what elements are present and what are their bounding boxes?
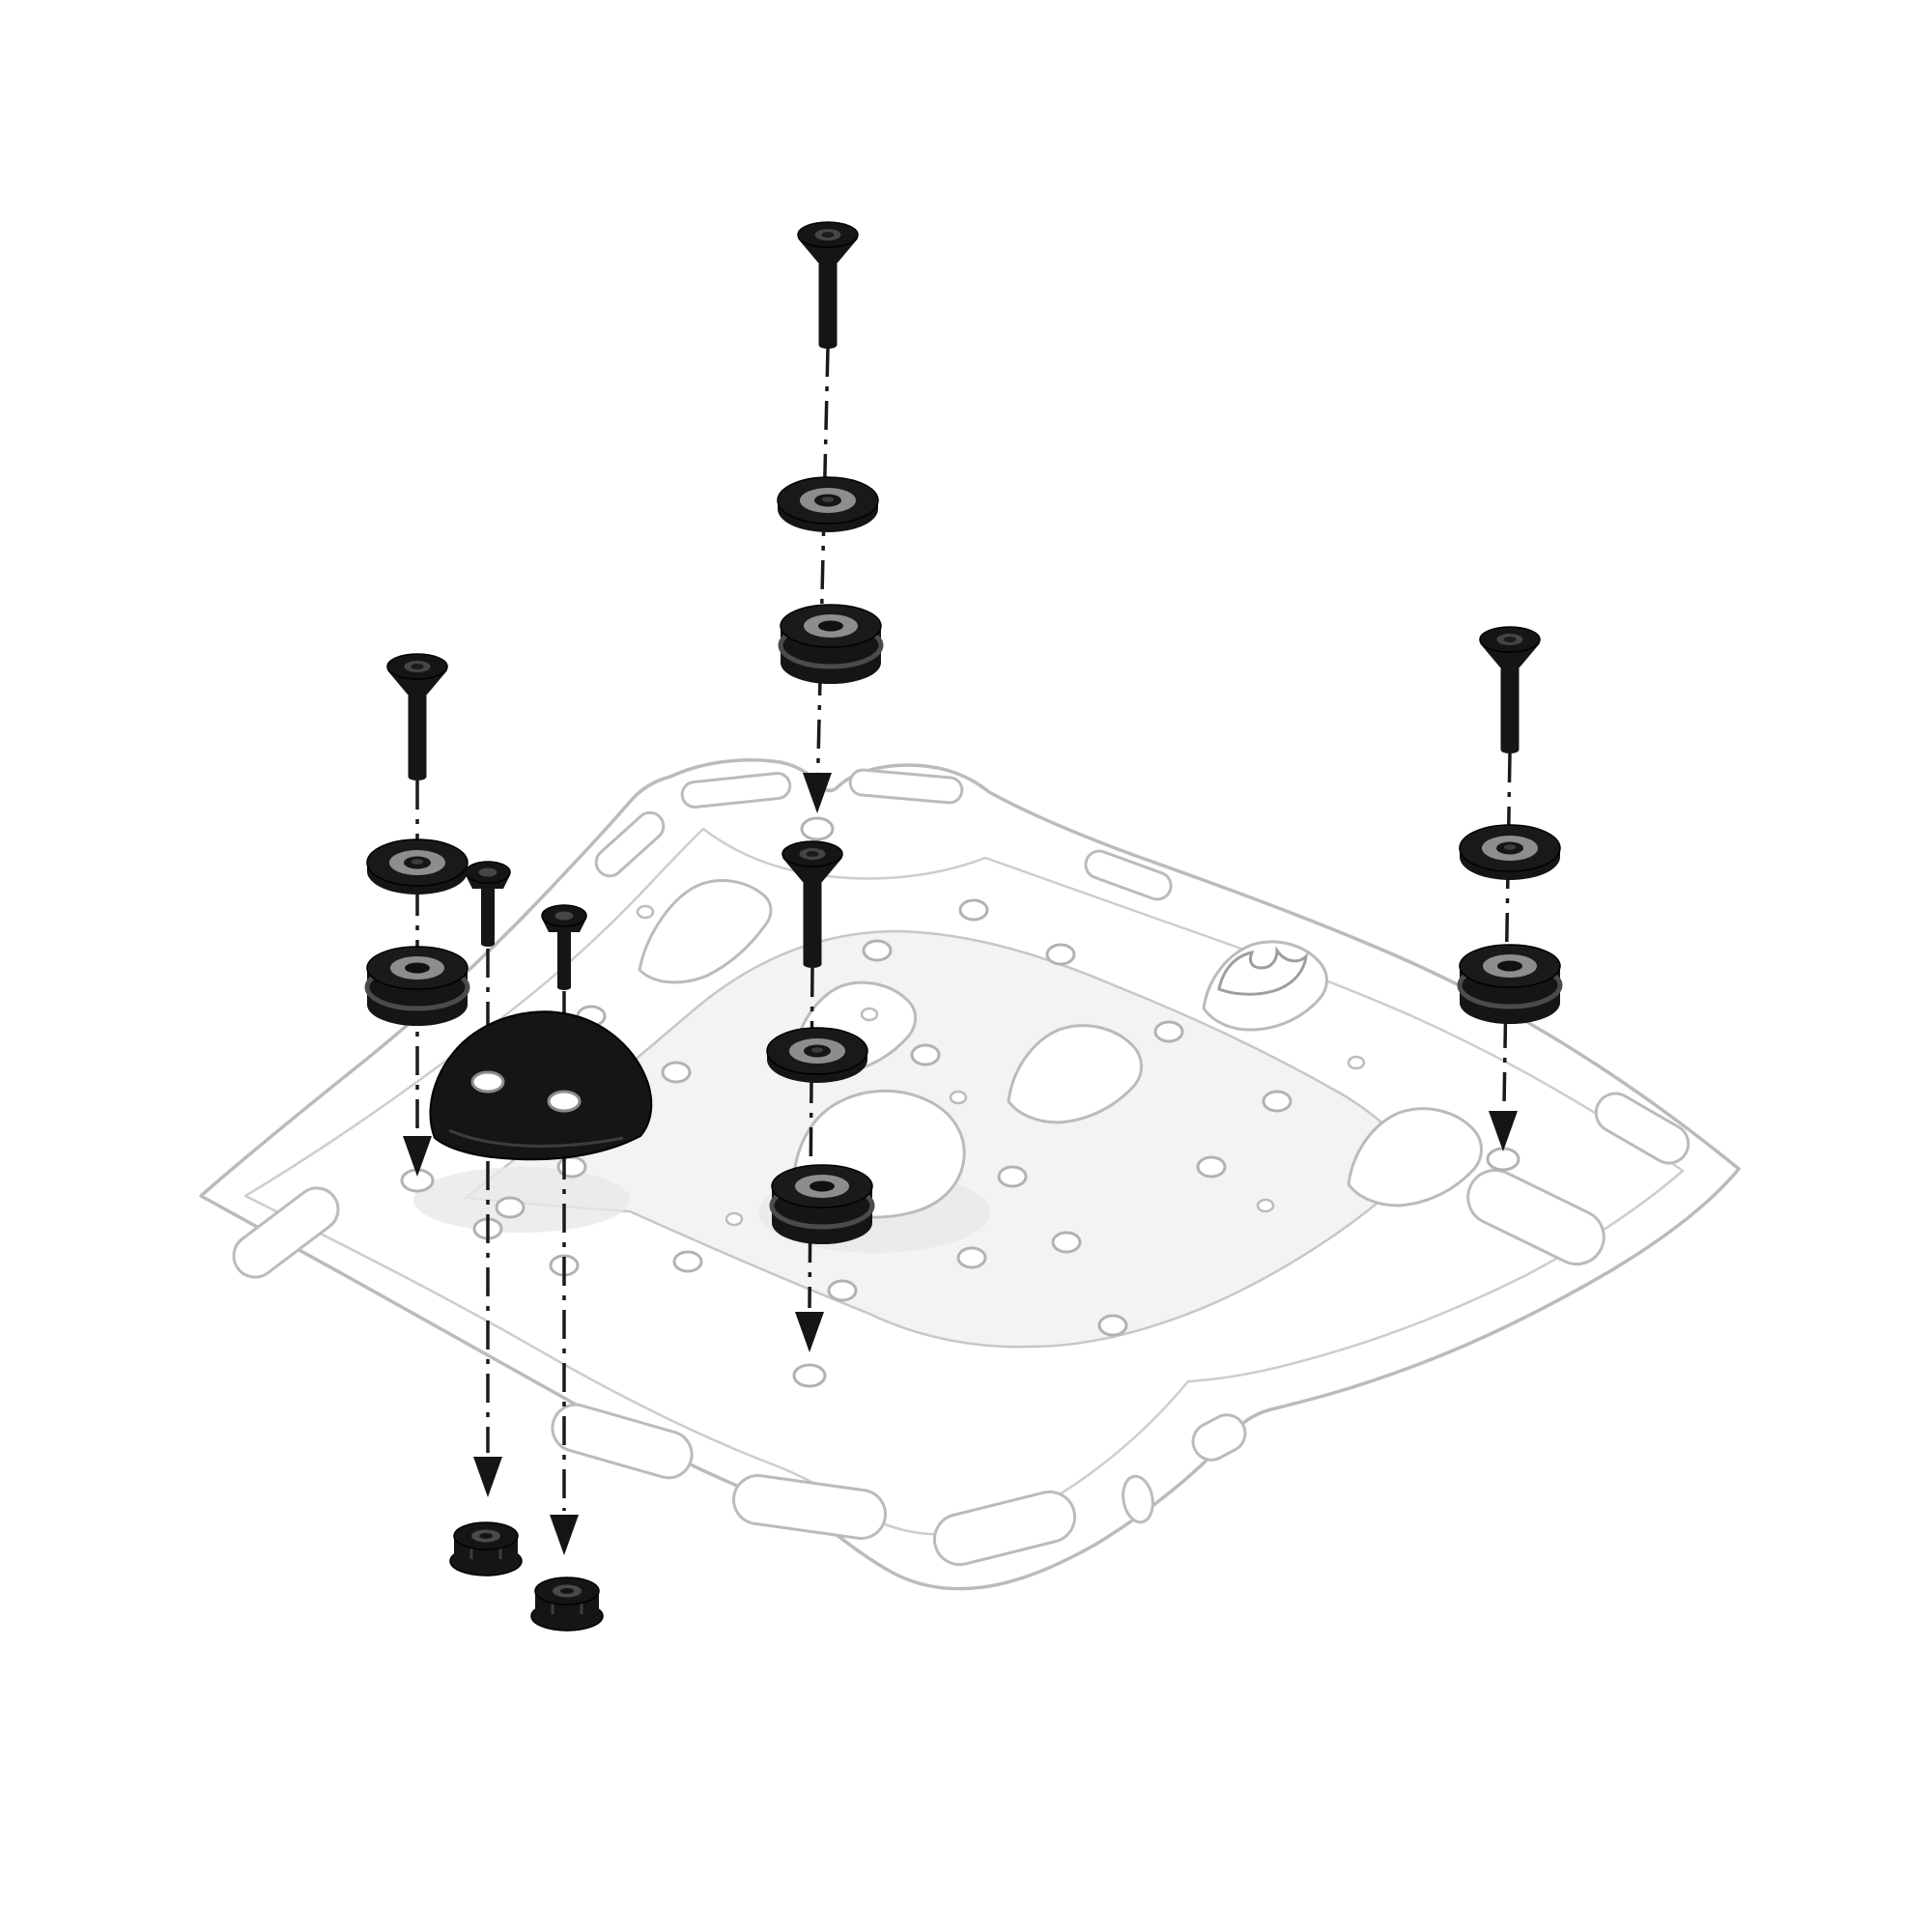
frame-cutout (638, 879, 773, 984)
guide-line-right (1502, 753, 1512, 1108)
hex-nut-left (448, 1520, 524, 1577)
pilot-hole (1347, 1055, 1366, 1070)
slot-cutout (1084, 849, 1173, 901)
slot-cutout (848, 768, 964, 805)
frame-cutout (1007, 1024, 1143, 1124)
rack-hole (910, 1043, 941, 1066)
button-screw-left (465, 861, 511, 948)
pilot-hole (1256, 1198, 1275, 1213)
rack-hole (956, 1246, 987, 1269)
arrow-bolt-left (473, 1457, 502, 1497)
washer-left (366, 838, 469, 895)
slot-cutout (551, 1403, 694, 1480)
rack-hole (661, 1061, 692, 1084)
slot-cutout (1594, 1092, 1690, 1165)
guide-line-top (815, 347, 830, 803)
pilot-hole (724, 1211, 744, 1227)
slot-cutout (732, 1473, 887, 1541)
rack-plate (199, 758, 1741, 1591)
washer-top (777, 476, 879, 533)
arrow-bolt-right (550, 1515, 579, 1555)
rack-hole (1153, 1020, 1184, 1043)
pilot-hole (949, 1090, 968, 1105)
slot-cutout (1466, 1168, 1605, 1266)
slot-cutout (232, 1186, 340, 1279)
grommet-right (1460, 945, 1560, 1024)
rack-hole (958, 898, 989, 922)
rack-hole (1196, 1155, 1227, 1179)
washer-right (1459, 824, 1561, 881)
rack-hole (1051, 1231, 1082, 1254)
mount-hole-center (792, 1363, 827, 1388)
mount-hole-top (800, 816, 835, 841)
rack-hole (1097, 1314, 1128, 1337)
pilot-hole (860, 1007, 879, 1022)
rack-hole (556, 1155, 587, 1179)
slot-cutout (680, 772, 792, 809)
slot-cutout (1122, 1474, 1154, 1524)
rack-hole (997, 1165, 1028, 1188)
grommet-left (367, 947, 468, 1026)
rack-inner-contour (243, 827, 1685, 1536)
bracket-shadow (413, 1167, 630, 1233)
slot-cutout (1191, 1413, 1247, 1462)
rack-hole (1045, 943, 1076, 966)
pilot-hole (636, 904, 655, 920)
washer-center (766, 1027, 868, 1084)
grommet-center (772, 1165, 872, 1244)
rack-hole (1262, 1090, 1293, 1113)
rack-hole (672, 1250, 703, 1273)
mount-hole-right (1486, 1147, 1520, 1172)
rack-hole (827, 1279, 858, 1302)
brand-glyph (1217, 946, 1309, 996)
flat-screw-right (1479, 626, 1541, 754)
rack-hole (495, 1196, 526, 1219)
guide-line-center (808, 967, 814, 1309)
slot-cutout (594, 810, 666, 878)
grommet-top (781, 605, 881, 684)
rack-hole (862, 939, 893, 962)
frame-cutout (1347, 1107, 1483, 1208)
slot-cutout (932, 1490, 1077, 1567)
hex-nut-right (529, 1576, 605, 1633)
flat-screw-top (797, 221, 859, 350)
flat-screw-left (386, 653, 448, 781)
